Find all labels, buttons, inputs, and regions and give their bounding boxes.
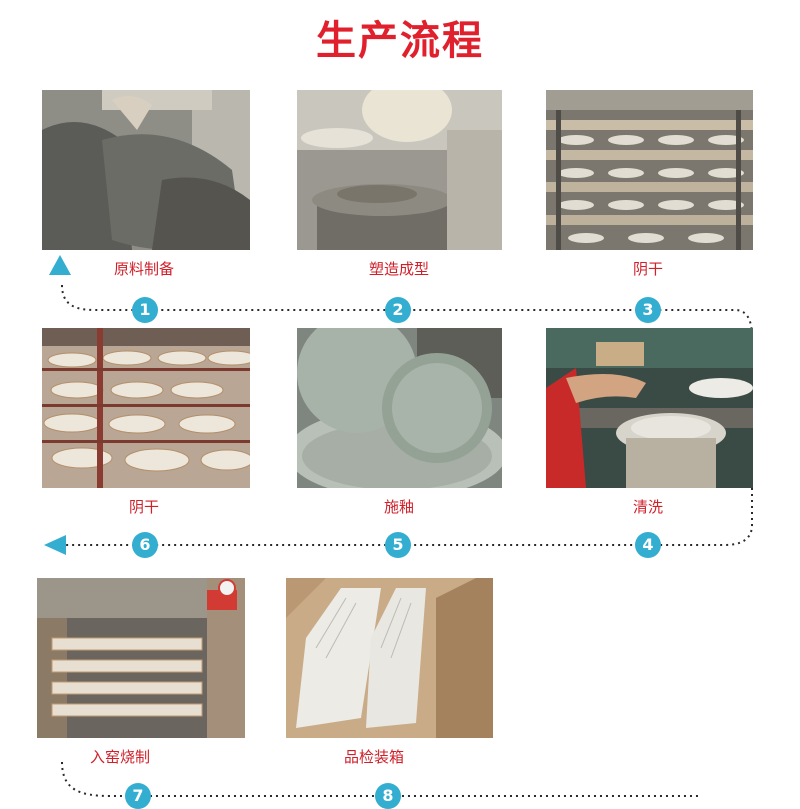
cleaning-photo [546,328,753,488]
kiln-loading-photo [37,578,245,738]
step-3-label: 阴干 [632,260,663,278]
page-title: 生产流程 [316,18,484,64]
drying-plates-photo [42,328,250,488]
step-5-number-badge: 5 [385,532,411,558]
step-2-number-badge: 2 [385,297,411,323]
plate-forming-photo [297,90,502,250]
step-1-number-badge: 1 [132,297,158,323]
step-8-number-badge: 8 [375,783,401,809]
glazing-photo [297,328,502,488]
step-4-number-badge: 4 [635,532,661,558]
step-1-label: 原料制备 [113,260,174,278]
step-6-number-badge: 6 [132,532,158,558]
step-4-label: 清洗 [632,498,663,516]
drying-rack-photo [546,90,753,250]
step-5-label: 施釉 [383,498,414,516]
step-2-label: 塑造成型 [368,260,429,278]
step-7-number-badge: 7 [125,783,151,809]
step-7-label: 入窑烧制 [89,748,150,766]
clay-bags-photo [42,90,250,250]
step-8-label: 品检装箱 [343,748,404,766]
step-6-label: 阴干 [128,498,159,516]
step-3-number-badge: 3 [635,297,661,323]
arrow-left-icon [44,535,66,555]
packing-box-photo [286,578,493,738]
